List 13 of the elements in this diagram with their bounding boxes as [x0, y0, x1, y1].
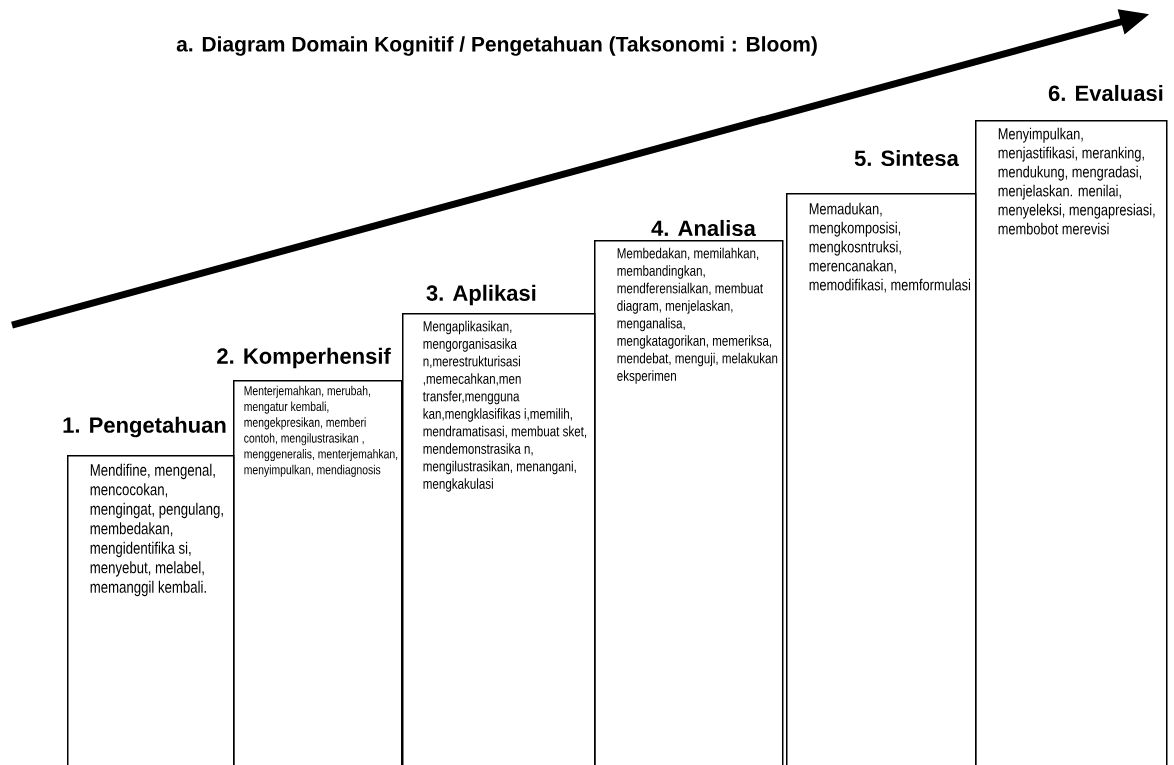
step-box: Mengaplikasikan, mengorganisasika n,merestrukturisasi ,memecahkan,men transfer,mengguna kan,mengklasifikas i,memilih, mendramatisasi, membuat sket, mendemonstrasika n, mengilustrasikan, menangani, mengkakulasi	[402, 313, 596, 765]
step-box: Membedakan, memilahkan, membandingkan, mendferensialkan, membuat diagram, menjelaskan, menganalisa, mengkatagorikan, memeriksa, mendebat, menguji, melakukan eksperimen	[594, 240, 784, 765]
title: a. Diagram Domain Kognitif / Pengetahuan (Taksonomi : Bloom)	[176, 36, 817, 56]
step-heading: 2. Komperhensif	[217, 347, 391, 369]
step-box: Menyimpulkan, menjastifikasi, meranking, mendukung, mengradasi, menjelaskan. menilai, menyeleksi, mengapresiasi, membobot merevisi	[975, 120, 1168, 765]
step-heading: 3. Aplikasi	[426, 284, 536, 306]
step-box: Menterjemahkan, merubah, mengatur kembali, mengekpresikan, memberi contoh, mengilustrasikan , menggeneralis, menterjemahkan, menyimpulkan, mendiagnosis	[233, 380, 403, 765]
step-box: Mendifine, mengenal, mencocokan, mengingat, pengulang, membedakan, mengidentifika si, menyebut, melabel, memanggil kembali.	[67, 455, 235, 765]
step-box: Memadukan, mengkomposisi, mengkosntruksi, merencanakan, memodifikasi, memformulasi	[786, 193, 977, 765]
step-heading: 1. Pengetahuan	[63, 416, 226, 438]
step-heading: 4. Analisa	[651, 219, 756, 237]
step-heading: 6. Evaluasi	[1048, 84, 1163, 102]
step-heading: 5. Sintesa	[854, 149, 959, 167]
